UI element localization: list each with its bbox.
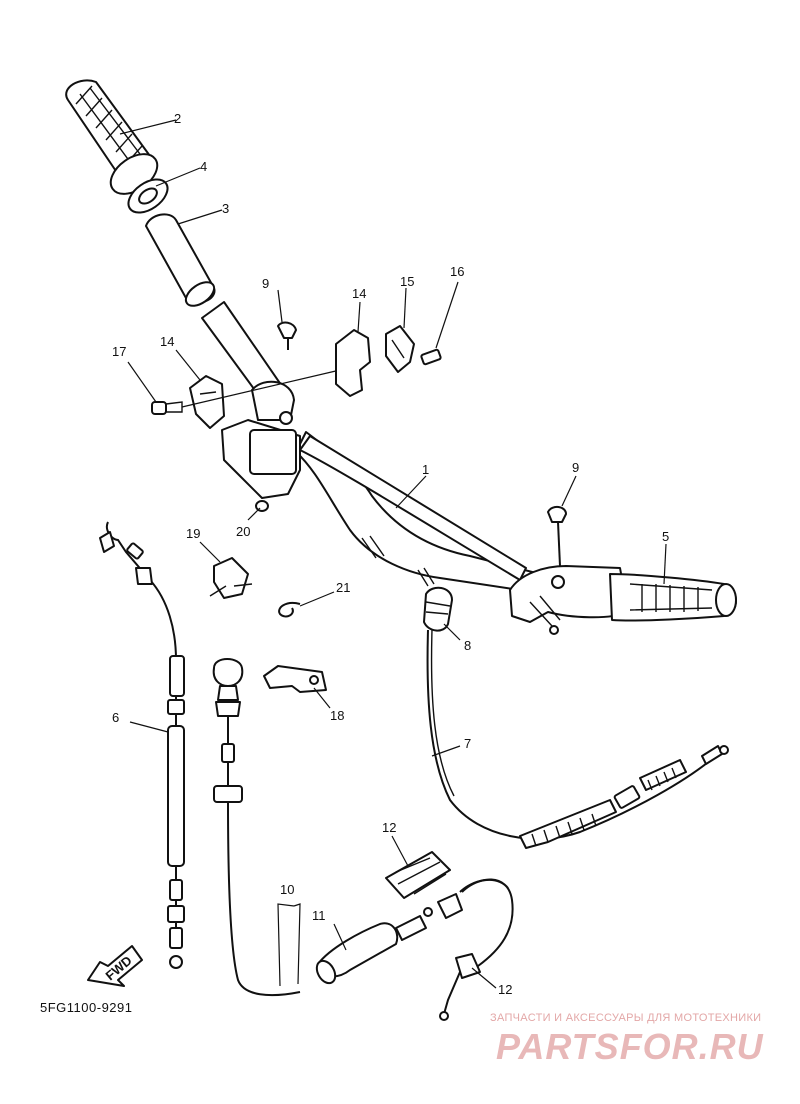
callout-1: 1 xyxy=(422,462,429,477)
callout-14: 14 xyxy=(352,286,366,301)
bracket-14 xyxy=(335,329,371,397)
screw-17 xyxy=(420,348,442,366)
callout-18: 17 xyxy=(112,344,126,359)
callout-20: 19 xyxy=(186,526,200,541)
screw-9-upper xyxy=(277,321,297,350)
callout-15: 14 xyxy=(160,334,174,349)
right-grip xyxy=(609,573,737,622)
holder-15 xyxy=(189,375,225,429)
callout-11: 11 xyxy=(312,908,326,923)
callout-9-right: 9 xyxy=(572,460,579,475)
callout-12: 12 xyxy=(498,982,512,997)
callouts: 2 4 3 9 14 15 16 17 14 1 9 5 19 20 21 8 … xyxy=(112,111,669,997)
callout-17: 16 xyxy=(450,264,464,279)
cable-boot-8 xyxy=(423,586,453,632)
throttle-housing xyxy=(221,380,301,499)
throttle-cable-6 xyxy=(99,521,185,969)
clutch-cable-7 xyxy=(426,629,729,849)
callout-5: 5 xyxy=(662,529,669,544)
callout-8: 8 xyxy=(464,638,471,653)
callout-10: 10 xyxy=(280,882,294,897)
washer xyxy=(127,178,169,214)
stay-19 xyxy=(263,665,327,693)
callout-6: 6 xyxy=(112,710,119,725)
watermark-logo: PARTSFOR.RU xyxy=(496,1026,764,1067)
callout-22: 21 xyxy=(336,580,350,595)
leader-lines xyxy=(119,119,667,989)
circlip-22 xyxy=(278,602,301,618)
callout-9-upper: 9 xyxy=(262,276,269,291)
screw-18 xyxy=(151,401,183,415)
clip-16 xyxy=(385,325,415,373)
holder-13 xyxy=(385,851,451,899)
callout-13: 12 xyxy=(382,820,396,835)
callout-3: 3 xyxy=(222,201,229,216)
clamp-20 xyxy=(209,557,253,599)
choke-cable-10 xyxy=(212,658,301,997)
throttle-sleeve xyxy=(145,213,216,307)
starter-plunger-11 xyxy=(315,907,433,985)
left-grip xyxy=(65,79,159,195)
cable-12 xyxy=(437,878,514,1021)
callout-16: 15 xyxy=(400,274,414,289)
fwd-arrow: FWD xyxy=(87,945,143,987)
callout-7: 7 xyxy=(464,736,471,751)
callout-4: 4 xyxy=(200,159,207,174)
watermark-caption: ЗАПЧАСТИ И АКСЕССУАРЫ ДЛЯ МОТОТЕХНИКИ xyxy=(490,1012,762,1024)
callout-19: 18 xyxy=(330,708,344,723)
right-lever-assembly xyxy=(509,506,629,635)
catalog-code: 5FG1100-9291 xyxy=(40,1000,133,1015)
callout-2: 2 xyxy=(174,111,181,126)
callout-21: 20 xyxy=(236,524,250,539)
